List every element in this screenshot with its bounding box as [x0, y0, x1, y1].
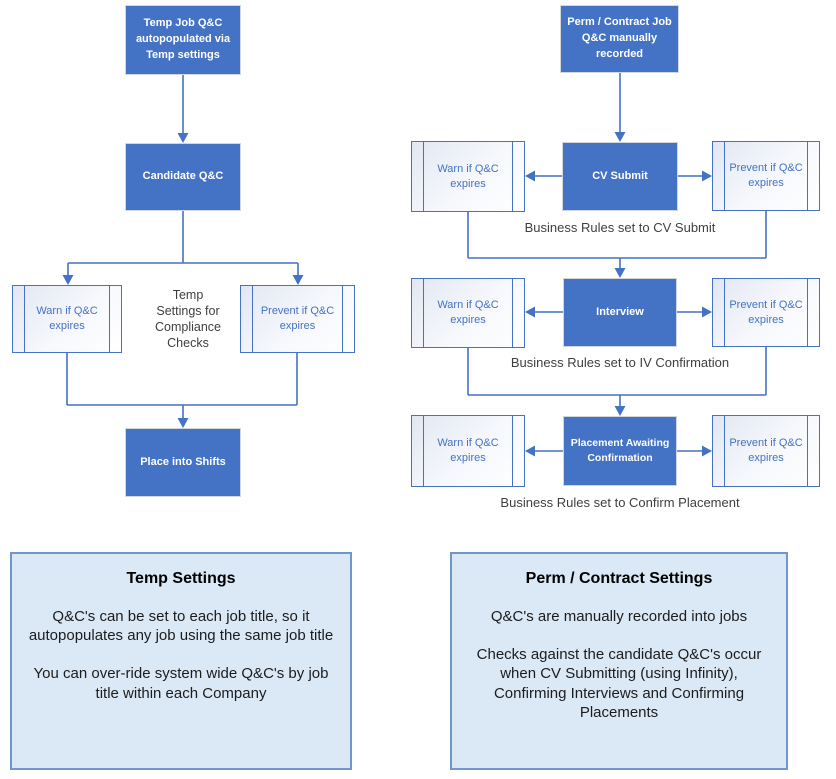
stage-label: CV Submit	[592, 169, 648, 182]
prevent-if-qc-expires-box: Prevent if Q&C expires	[712, 415, 820, 487]
temp-settings-panel: Temp Settings Q&C's can be set to each j…	[10, 552, 352, 770]
prevent-if-qc-expires-box: Prevent if Q&C expires	[712, 278, 820, 347]
business-rules-caption: Business Rules set to Confirm Placement	[500, 495, 740, 510]
business-rules-caption: Business Rules set to CV Submit	[524, 220, 716, 235]
perm-source-label: Perm / Contract Job Q&C manually recorde…	[567, 16, 672, 60]
warn-label: Warn if Q&C expires	[437, 437, 499, 464]
temp-settings-note: Temp Settings for Compliance Checks	[154, 288, 221, 350]
panel-title: Temp Settings	[126, 570, 236, 587]
prevent-if-qc-expires-box: Prevent if Q&C expires	[712, 141, 820, 211]
panel-title: Perm / Contract Settings	[525, 570, 713, 587]
stage-label: Placement Awaiting Confirmation	[570, 436, 670, 464]
place-into-shifts-label: Place into Shifts	[140, 455, 226, 468]
prevent-label: Prevent if Q&C expires	[729, 162, 803, 189]
stage-box-cv-submit: CV Submit	[562, 142, 678, 211]
perm-contract-settings-panel: Perm / Contract Settings Q&C's are manua…	[450, 552, 788, 770]
warn-if-qc-expires-box: Warn if Q&C expires	[411, 278, 525, 348]
stage-label: Interview	[596, 305, 644, 318]
warn-if-qc-expires-box: Warn if Q&C expires	[411, 141, 525, 212]
panel-paragraph: Q&C's can be set to each job title, so i…	[28, 608, 334, 645]
warn-label: Warn if Q&C expires	[437, 299, 499, 326]
candidate-qc-label: Candidate Q&C	[142, 170, 224, 183]
temp-source-box: Temp Job Q&C autopopulated via Temp sett…	[125, 5, 241, 75]
business-rules-caption: Business Rules set to IV Confirmation	[510, 355, 730, 370]
warn-label: Warn if Q&C expires	[437, 162, 499, 190]
prevent-label: Prevent if Q&C expires	[260, 305, 335, 332]
warn-if-qc-expires-box: Warn if Q&C expires	[411, 415, 525, 487]
panel-paragraph: You can over-ride system wide Q&C's by j…	[33, 665, 329, 702]
panel-paragraph: Checks against the candidate Q&C's occur…	[476, 646, 762, 721]
prevent-label: Prevent if Q&C expires	[729, 437, 803, 464]
prevent-label: Prevent if Q&C expires	[729, 298, 803, 326]
candidate-qc-box: Candidate Q&C	[125, 143, 241, 211]
stage-box-placement-awaiting-confirmation: Placement Awaiting Confirmation	[563, 416, 677, 486]
panel-paragraph: Q&C's are manually recorded into jobs	[490, 608, 748, 625]
perm-source-box: Perm / Contract Job Q&C manually recorde…	[560, 5, 679, 73]
warn-label: Warn if Q&C expires	[36, 305, 98, 332]
place-into-shifts-box: Place into Shifts	[125, 428, 241, 497]
temp-source-label: Temp Job Q&C autopopulated via Temp sett…	[135, 17, 231, 61]
prevent-if-qc-expires-box: Prevent if Q&C expires	[240, 285, 355, 353]
warn-if-qc-expires-box: Warn if Q&C expires	[12, 285, 122, 353]
stage-box-interview: Interview	[563, 278, 677, 347]
